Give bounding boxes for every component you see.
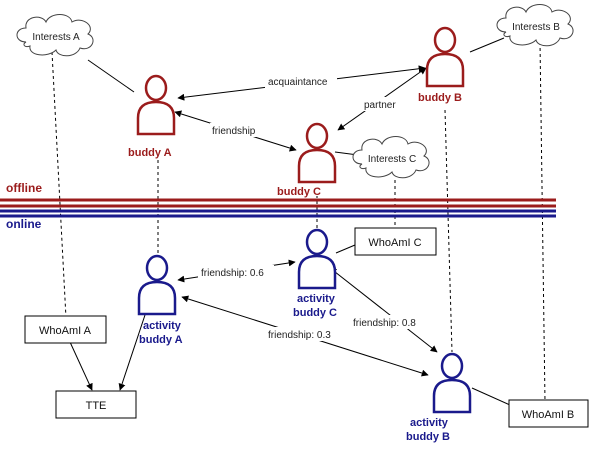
- buddy-c-head-icon: [305, 122, 329, 150]
- person-activity-buddy-b: [432, 352, 472, 414]
- label-partner: partner: [364, 100, 396, 111]
- label-friendship-ab: friendship: 0.3: [268, 330, 331, 341]
- activity-buddy-b-label-line-1: activity: [410, 417, 449, 429]
- person-activity-buddy-c: [297, 228, 337, 290]
- dashed-link-buddy-b: [444, 109, 453, 353]
- box-whoami-c: WhoAmI C: [354, 227, 437, 256]
- activity-buddy-a-label-line-2: buddy A: [139, 334, 183, 346]
- link-interests-b-buddy-b: [469, 37, 505, 53]
- label-friendship-ac: friendship: 0.6: [201, 268, 264, 279]
- link-interests-a-buddy-a: [87, 59, 135, 93]
- activity-buddy-c-label-line-2: buddy C: [293, 307, 337, 319]
- buddy-c-body-icon: [297, 148, 337, 184]
- cloud-interests-a: Interests A: [16, 14, 94, 57]
- buddy-b-label: buddy B: [418, 92, 462, 104]
- tte-label: TTE: [86, 400, 107, 412]
- person-buddy-a: [136, 74, 176, 136]
- label-friendship-offline: friendship: [212, 126, 256, 137]
- activity-buddy-c-label-line-1: activity: [297, 293, 336, 305]
- link-whoami-c-activity-c: [335, 244, 356, 254]
- activity-buddy-a-body-icon: [137, 280, 177, 316]
- cloud-interests-c: Interests C: [352, 136, 430, 179]
- link-whoami-b-activity-b: [471, 387, 511, 406]
- person-buddy-b: [425, 26, 465, 88]
- online-label: online: [6, 217, 42, 231]
- buddy-a-head-icon: [144, 74, 168, 102]
- dashed-links: [51, 41, 546, 403]
- person-activity-buddy-a: [137, 254, 177, 316]
- cloud-interests-b-label: Interests B: [512, 22, 560, 33]
- box-whoami-a: WhoAmI A: [24, 315, 107, 344]
- activity-buddy-c-body-icon: [297, 254, 337, 290]
- activity-buddy-a-head-icon: [145, 254, 169, 282]
- activity-buddy-b-body-icon: [432, 378, 472, 414]
- person-buddy-c: [297, 122, 337, 184]
- box-tte: TTE: [55, 390, 137, 419]
- activity-buddy-a-label-line-1: activity: [143, 320, 182, 332]
- label-acquaintance: acquaintance: [268, 77, 328, 88]
- buddy-b-body-icon: [425, 52, 465, 88]
- activity-buddy-c-head-icon: [305, 228, 329, 256]
- whoami-a-label: WhoAmI A: [39, 325, 92, 337]
- relation-labels: acquaintance partner friendship friendsh…: [198, 74, 426, 341]
- buddy-a-label: buddy A: [128, 147, 172, 159]
- layer-separator: offline online: [0, 181, 556, 231]
- buddy-a-body-icon: [136, 100, 176, 136]
- buddy-b-head-icon: [433, 26, 457, 54]
- buddy-c-label: buddy C: [277, 186, 321, 198]
- cloud-interests-a-label: Interests A: [32, 32, 80, 43]
- cloud-interests-b: Interests B: [496, 4, 574, 47]
- arrow-whoami-a-tte: [69, 341, 93, 391]
- label-friendship-cb: friendship: 0.8: [353, 318, 416, 329]
- cloud-interests-c-label: Interests C: [368, 154, 416, 165]
- whoami-b-label: WhoAmI B: [522, 409, 575, 421]
- offline-label: offline: [6, 181, 42, 195]
- arrow-friendship-cb: [329, 267, 438, 353]
- dashed-link-interests-b: [539, 41, 546, 403]
- activity-buddy-b-label-line-2: buddy B: [406, 431, 450, 443]
- box-whoami-b: WhoAmI B: [508, 399, 589, 428]
- whoami-c-label: WhoAmI C: [368, 237, 421, 249]
- activity-buddy-b-head-icon: [440, 352, 464, 380]
- dashed-link-interests-a: [51, 51, 67, 319]
